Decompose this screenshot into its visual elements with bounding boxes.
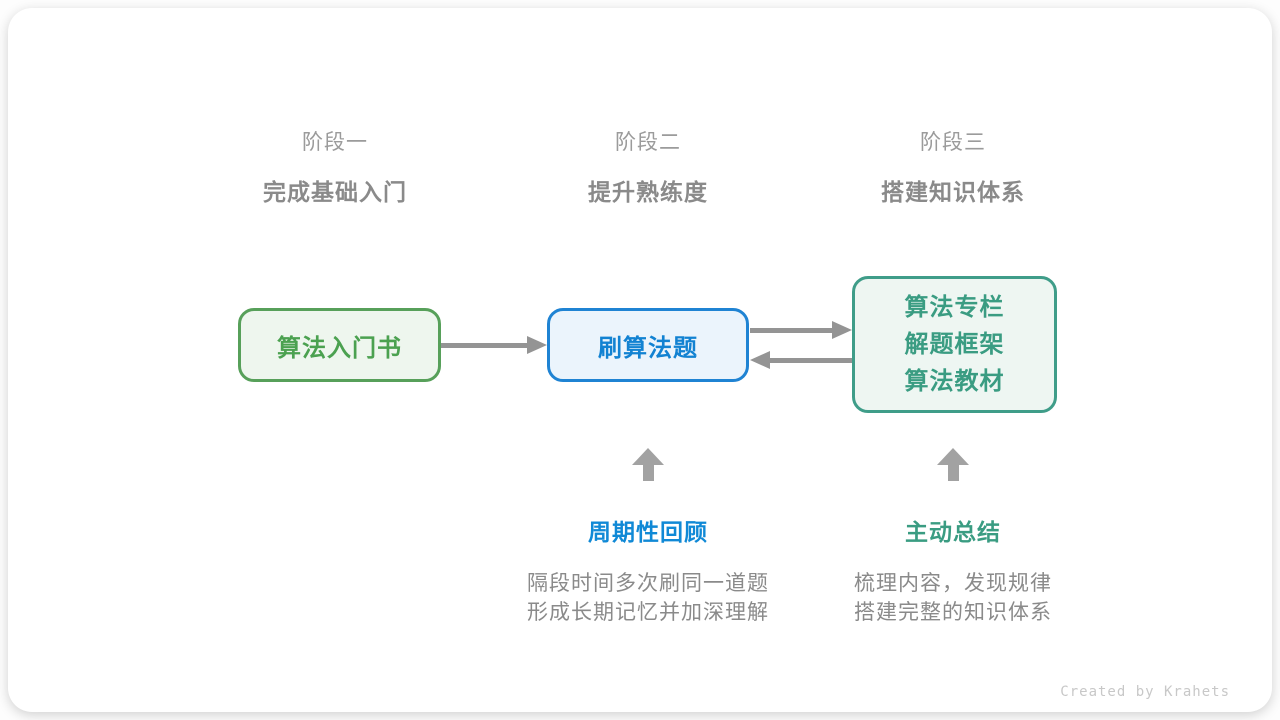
stage-column-3: 阶段三 搭建知识体系 [823, 126, 1083, 207]
stage-column-1: 阶段一 完成基础入门 [205, 126, 465, 207]
stage-3-label: 阶段三 [920, 131, 986, 154]
up-arrow-head [632, 448, 664, 465]
annotation-active-summary-title: 主动总结 [905, 519, 1001, 545]
arrow-head [832, 321, 852, 339]
box-intro-book: 算法入门书 [238, 308, 441, 382]
stage-column-2: 阶段二 提升熟练度 [518, 126, 778, 207]
up-arrow-icon [632, 448, 664, 481]
annotation-active-summary: 主动总结 梳理内容，发现规律 搭建完整的知识体系 [803, 513, 1103, 627]
up-arrow-stem [947, 465, 959, 481]
arrow-right-icon [441, 336, 547, 354]
box-resource-line: 算法教材 [904, 368, 1005, 395]
annotation-periodic-review-desc: 隔段时间多次刷同一道题 形成长期记忆并加深理解 [498, 569, 798, 627]
arrow-shaft [750, 327, 834, 333]
desc-line: 形成长期记忆并加深理解 [527, 601, 769, 624]
arrow-right-icon [750, 321, 852, 339]
up-arrow-stem [642, 465, 654, 481]
stage-2-subtitle: 提升熟练度 [588, 179, 708, 205]
box-advanced-resources: 算法专栏 解题框架 算法教材 [852, 276, 1057, 413]
box-practice-problems: 刷算法题 [547, 308, 749, 382]
annotation-periodic-review: 周期性回顾 隔段时间多次刷同一道题 形成长期记忆并加深理解 [498, 513, 798, 627]
box-practice-problems-label: 刷算法题 [598, 334, 698, 362]
arrow-head [750, 351, 770, 369]
desc-line: 梳理内容，发现规律 [854, 572, 1052, 595]
stage-1-label: 阶段一 [302, 131, 368, 154]
annotation-active-summary-desc: 梳理内容，发现规律 搭建完整的知识体系 [803, 569, 1103, 627]
annotation-periodic-review-title: 周期性回顾 [588, 519, 708, 545]
stage-3-subtitle: 搭建知识体系 [881, 179, 1025, 205]
arrow-shaft [768, 357, 852, 363]
box-resource-line: 解题框架 [904, 331, 1005, 358]
credit-text: Created by Krahets [1060, 684, 1230, 700]
stage-1-subtitle: 完成基础入门 [263, 179, 407, 205]
arrow-head [527, 336, 547, 354]
desc-line: 搭建完整的知识体系 [854, 601, 1052, 624]
stage-2-label: 阶段二 [615, 131, 681, 154]
up-arrow-head [937, 448, 969, 465]
arrow-shaft [441, 342, 529, 348]
desc-line: 隔段时间多次刷同一道题 [527, 572, 769, 595]
box-intro-book-label: 算法入门书 [277, 334, 402, 362]
box-resource-line: 算法专栏 [904, 294, 1005, 321]
diagram-card: 阶段一 完成基础入门 阶段二 提升熟练度 阶段三 搭建知识体系 算法入门书 刷算… [8, 8, 1272, 712]
arrow-left-icon [750, 351, 852, 369]
up-arrow-icon [937, 448, 969, 481]
